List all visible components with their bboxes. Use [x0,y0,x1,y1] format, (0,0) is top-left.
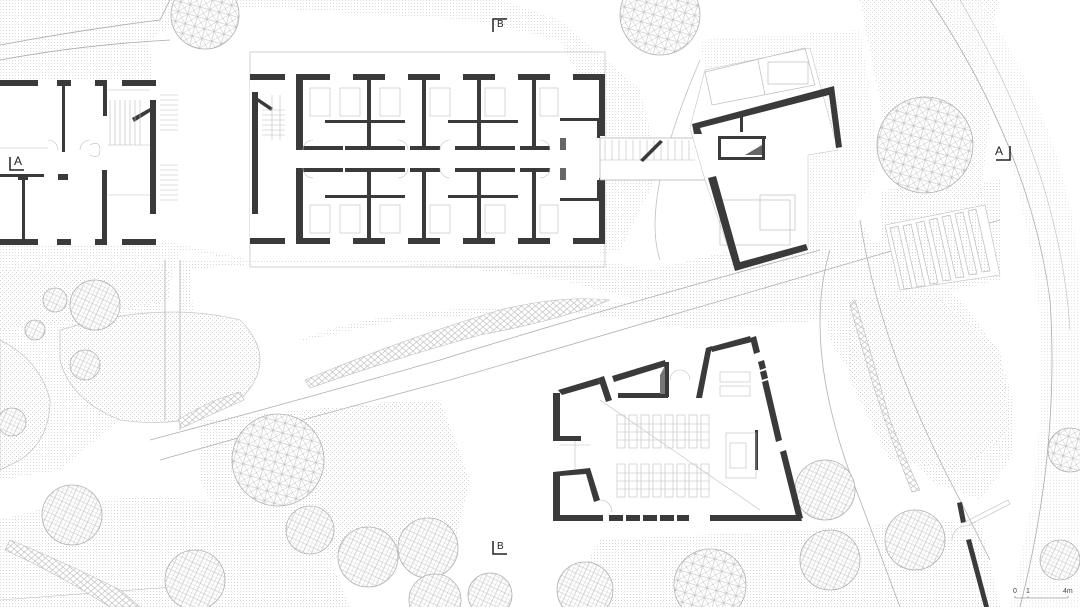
section-label-a-right: A [995,144,1004,158]
scale-tick-1: 1 [1026,588,1030,595]
scale-bar [1014,596,1069,599]
section-marker-b-bottom [492,541,507,555]
scale-tick-0: 0 [1013,588,1017,595]
hall [553,336,803,521]
section-marker-a-left [9,157,24,171]
entry-wall [957,502,989,607]
section-label-b-bottom: B [497,541,504,552]
pavilion-east [689,47,842,271]
section-marker-a-right [996,146,1011,161]
west-wing [0,80,178,245]
section-label-b-top: B [497,19,504,30]
dormitory-block [249,51,606,268]
section-label-a-left: A [14,154,23,168]
hedges [4,204,1001,607]
scale-tick-4m: 4m [1063,588,1073,595]
section-marker-b-top [492,18,507,32]
